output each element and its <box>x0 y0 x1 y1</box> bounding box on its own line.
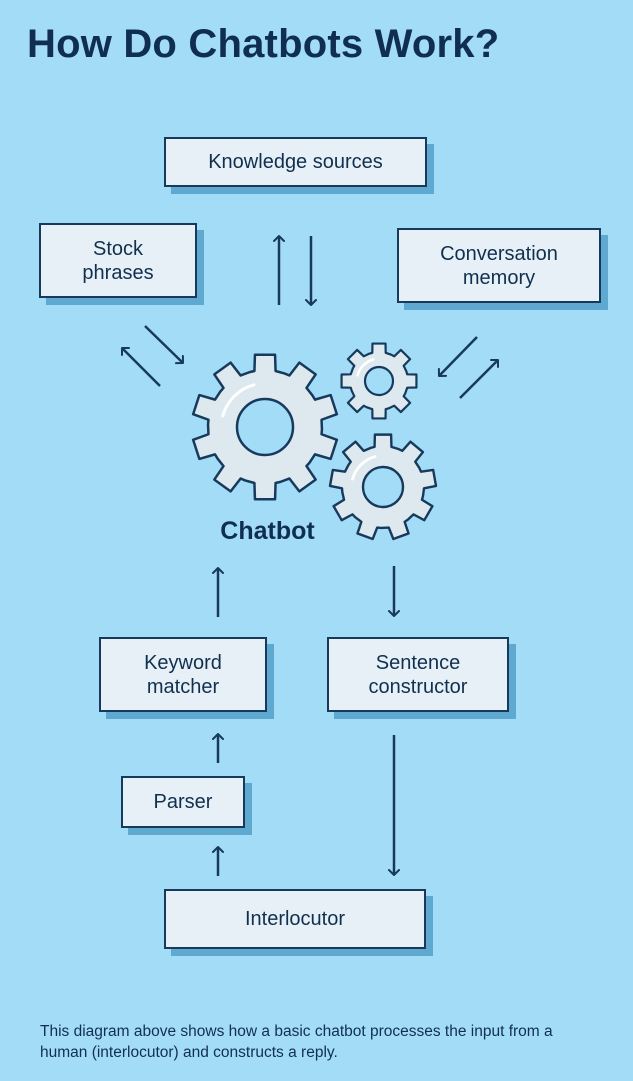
medium-gear-icon <box>328 433 438 541</box>
conversation-memory-box: Conversation memory <box>397 228 601 303</box>
gear-hole <box>361 465 405 509</box>
sentence-constructor-label: Sentence constructor <box>368 651 468 698</box>
gear-highlight <box>356 358 375 377</box>
arrow-to-memory-from-chatbot <box>459 359 499 399</box>
gear-highlight <box>351 455 377 481</box>
sentence-constructor-box: Sentence constructor <box>327 637 509 712</box>
parser-box: Parser <box>121 776 245 828</box>
conversation-memory-label: Conversation memory <box>440 242 558 289</box>
arrow-to-chatbot-from-stock <box>144 325 184 365</box>
large-gear-icon <box>191 353 339 501</box>
caption-text: This diagram above shows how a basic cha… <box>40 1022 553 1061</box>
parser-label: Parser <box>153 791 213 813</box>
knowledge-sources-label: Knowledge sources <box>208 151 383 173</box>
knowledge-sources-box: Knowledge sources <box>164 137 427 187</box>
gear-hole <box>363 365 395 397</box>
gears-icon <box>191 342 438 541</box>
interlocutor-label: Interlocutor <box>244 908 346 930</box>
keyword-matcher-box: Keyword matcher <box>99 637 267 712</box>
page-title: How Do Chatbots Work? <box>27 22 500 66</box>
keyword-matcher-label: Keyword matcher <box>144 651 222 698</box>
interlocutor-box: Interlocutor <box>164 889 426 949</box>
chatbot-label: Chatbot <box>220 517 315 545</box>
stock-phrases-label: Stock phrases <box>82 237 154 284</box>
gear-hole <box>235 397 295 457</box>
arrow-to-chatbot-from-memory <box>437 336 478 377</box>
stock-phrases-box: Stock phrases <box>39 223 197 298</box>
gear-highlight <box>221 383 256 418</box>
small-gear-icon <box>340 342 418 420</box>
arrow-to-stock-from-chatbot <box>121 347 161 387</box>
